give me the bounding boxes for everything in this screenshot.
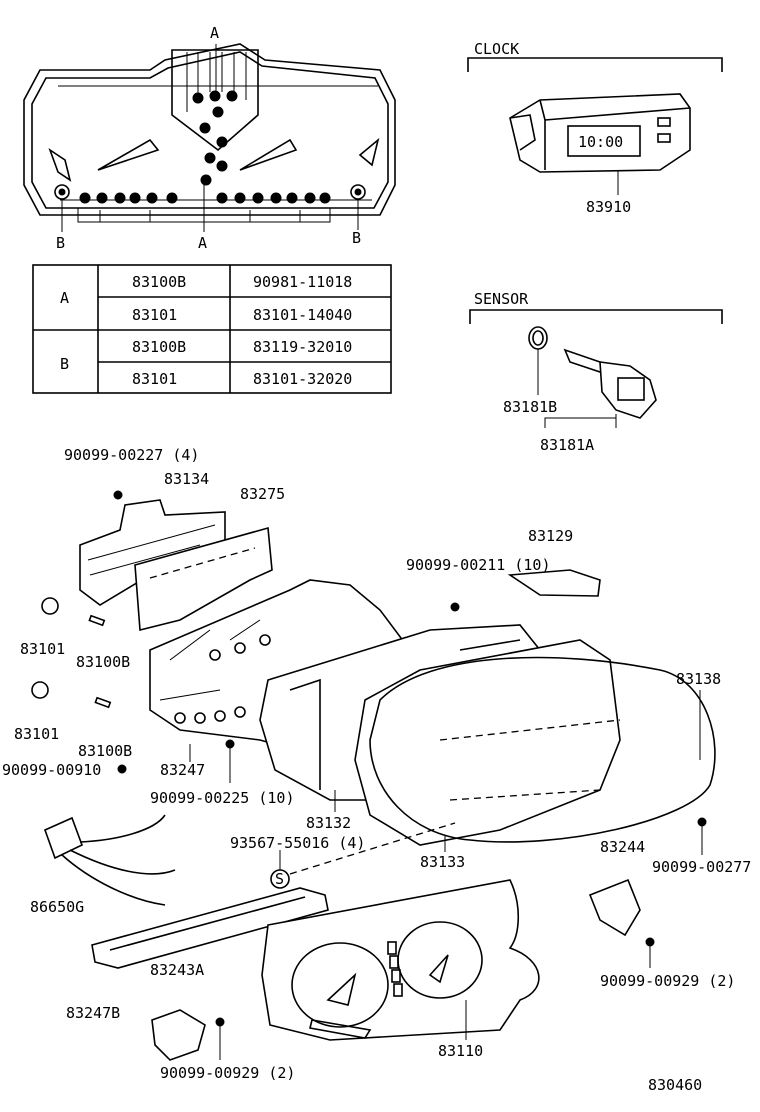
label-83247: 83247	[160, 761, 205, 779]
bulb-table	[32, 264, 392, 394]
label-86650g: 86650G	[30, 898, 84, 916]
callout-b-right: B	[352, 229, 361, 247]
label-83100b-upper: 83100B	[76, 653, 130, 671]
table-row-3-part: 83100B	[132, 338, 186, 356]
clock-display: 10:00	[578, 133, 623, 151]
label-83275: 83275	[240, 485, 285, 503]
bulb-sockets-a	[192, 90, 238, 186]
label-93567-55016: 93567-55016 (4)	[230, 834, 365, 852]
sensor-part-a: 83181A	[540, 436, 594, 454]
label-90099-00277: 90099-00277	[652, 858, 751, 876]
table-row-4-number: 83101-32020	[253, 370, 352, 388]
label-90099-00211: 90099-00211 (10)	[406, 556, 551, 574]
label-83101-upper: 83101	[20, 640, 65, 658]
sensor-title: SENSOR	[474, 290, 529, 308]
sensor-part-b: 83181B	[503, 398, 557, 416]
s-marker-label: S	[275, 870, 284, 888]
bulb-sockets-bottom	[79, 192, 331, 204]
table-row-1-number: 90981-11018	[253, 273, 352, 291]
label-83100b-lower: 83100B	[78, 742, 132, 760]
cluster-rear-view	[23, 43, 396, 232]
clock-title: CLOCK	[474, 40, 519, 58]
label-83243a: 83243A	[150, 961, 204, 979]
label-83244: 83244	[600, 838, 645, 856]
label-90099-00910: 90099-00910	[2, 761, 101, 779]
label-90099-00929-left: 90099-00929 (2)	[160, 1064, 295, 1082]
table-row-2-number: 83101-14040	[253, 306, 352, 324]
label-90099-00225: 90099-00225 (10)	[150, 789, 295, 807]
label-83101-lower: 83101	[14, 725, 59, 743]
label-83138: 83138	[676, 670, 721, 688]
table-row-3-number: 83119-32010	[253, 338, 352, 356]
label-83110: 83110	[438, 1042, 483, 1060]
label-83247b: 83247B	[66, 1004, 120, 1022]
figure-id: 830460	[648, 1076, 702, 1094]
label-83133: 83133	[420, 853, 465, 871]
table-row-4-part: 83101	[132, 370, 177, 388]
callout-a-bottom: A	[198, 234, 207, 252]
label-83129: 83129	[528, 527, 573, 545]
label-90099-00929-right: 90099-00929 (2)	[600, 972, 735, 990]
label-90099-00227: 90099-00227 (4)	[64, 446, 199, 464]
table-row-2-part: 83101	[132, 306, 177, 324]
callout-b-left: B	[56, 234, 65, 252]
callout-a-top: A	[210, 24, 219, 42]
clock-unit	[509, 93, 691, 173]
exploded-view	[31, 490, 716, 1061]
table-row-1-part: 83100B	[132, 273, 186, 291]
label-83134: 83134	[164, 470, 209, 488]
sensor-unit	[528, 326, 657, 419]
table-row-1-group: A	[60, 289, 69, 307]
table-row-3-group: B	[60, 355, 69, 373]
clock-part-number: 83910	[586, 198, 631, 216]
label-83132: 83132	[306, 814, 351, 832]
